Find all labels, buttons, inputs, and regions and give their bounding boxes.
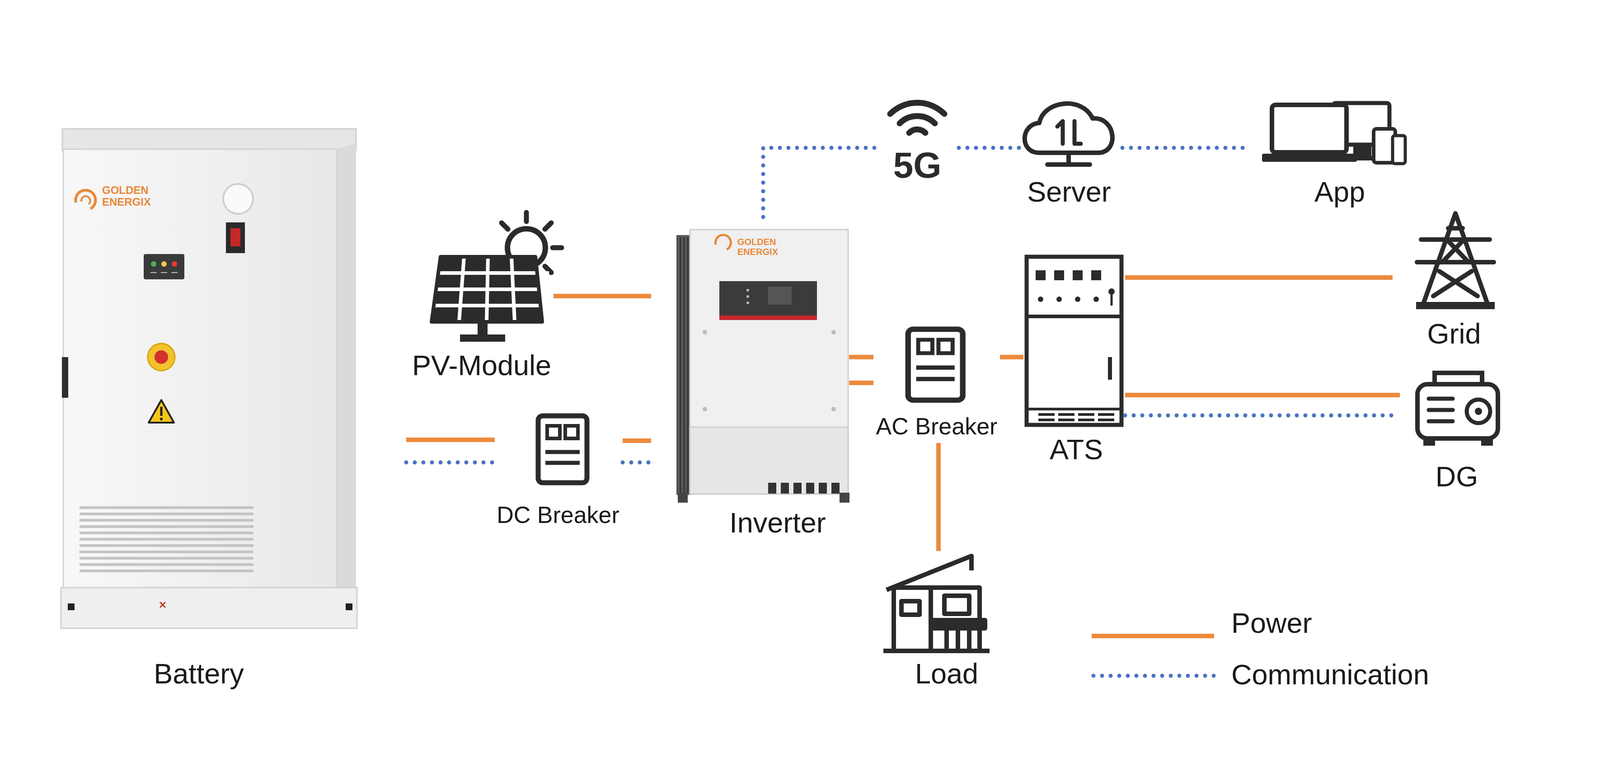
power-line: [1125, 275, 1393, 280]
power-line: [622, 438, 652, 443]
communication-line: [763, 147, 876, 217]
component-label: DC Breaker: [496, 501, 620, 529]
power-line: [553, 293, 652, 299]
legend-communication-sample: [1093, 673, 1215, 678]
load-node: Load: [881, 550, 999, 696]
dc-breaker-node: DC Breaker: [494, 406, 623, 534]
power-line: [849, 354, 874, 360]
communication-line: [622, 460, 652, 465]
logo-text: GOLDEN ENERGIX: [102, 184, 156, 209]
component-label: ATS: [1049, 432, 1103, 466]
legend-power-sample: [1091, 633, 1215, 639]
app-devices-icon: [1262, 103, 1406, 164]
dc-breaker-icon: [538, 415, 587, 483]
pv-module-icon: [424, 212, 562, 342]
load-house-icon: [883, 555, 990, 651]
component-label: AC Breaker: [876, 412, 998, 441]
power-line: [936, 442, 941, 551]
legend-label: Power: [1231, 606, 1313, 639]
power-line: [1125, 392, 1400, 398]
battery-cabinet: [60, 128, 357, 629]
power-line: [999, 354, 1024, 360]
grid-tower-icon: [1416, 213, 1495, 310]
inverter-unit: [676, 229, 850, 503]
legend-label: Communication: [1231, 657, 1430, 691]
logo-text: GOLDEN ENERGIX: [737, 236, 783, 257]
component-label: Grid: [1426, 317, 1481, 350]
inverter-node: Inverter: [651, 216, 850, 543]
power-line: [849, 380, 874, 385]
wireless-icon: [890, 102, 945, 133]
power-line: [406, 437, 495, 442]
component-label: Inverter: [729, 506, 826, 539]
communication-line: [958, 145, 1021, 151]
communication-line: [406, 460, 495, 465]
generator-node: DG: [1399, 361, 1511, 498]
ats-node: ATS: [1023, 250, 1126, 468]
component-label: 5G: [893, 144, 942, 187]
communication-line: [1125, 413, 1400, 418]
component-label: App: [1314, 175, 1366, 208]
pv-module-node: PV-Module: [404, 212, 554, 389]
component-label: PV-Module: [412, 348, 552, 382]
app-node: App: [1246, 97, 1408, 213]
component-label: DG: [1435, 459, 1479, 493]
component-label: Server: [1027, 175, 1112, 208]
ats-cabinet-icon: [1026, 256, 1122, 425]
ac-breaker-node: AC Breaker: [873, 320, 1000, 443]
server-node: Server: [1020, 97, 1123, 213]
component-label: Load: [914, 656, 979, 690]
generator-icon: [1417, 372, 1498, 446]
cloud-server-icon: [1024, 103, 1113, 165]
communication-line: [1122, 145, 1247, 151]
battery-node: Battery: [60, 127, 407, 696]
component-label: Battery: [153, 656, 244, 690]
grid-node: Grid: [1392, 205, 1506, 355]
network-node: 5G: [875, 97, 959, 190]
ac-breaker-icon: [908, 328, 963, 400]
